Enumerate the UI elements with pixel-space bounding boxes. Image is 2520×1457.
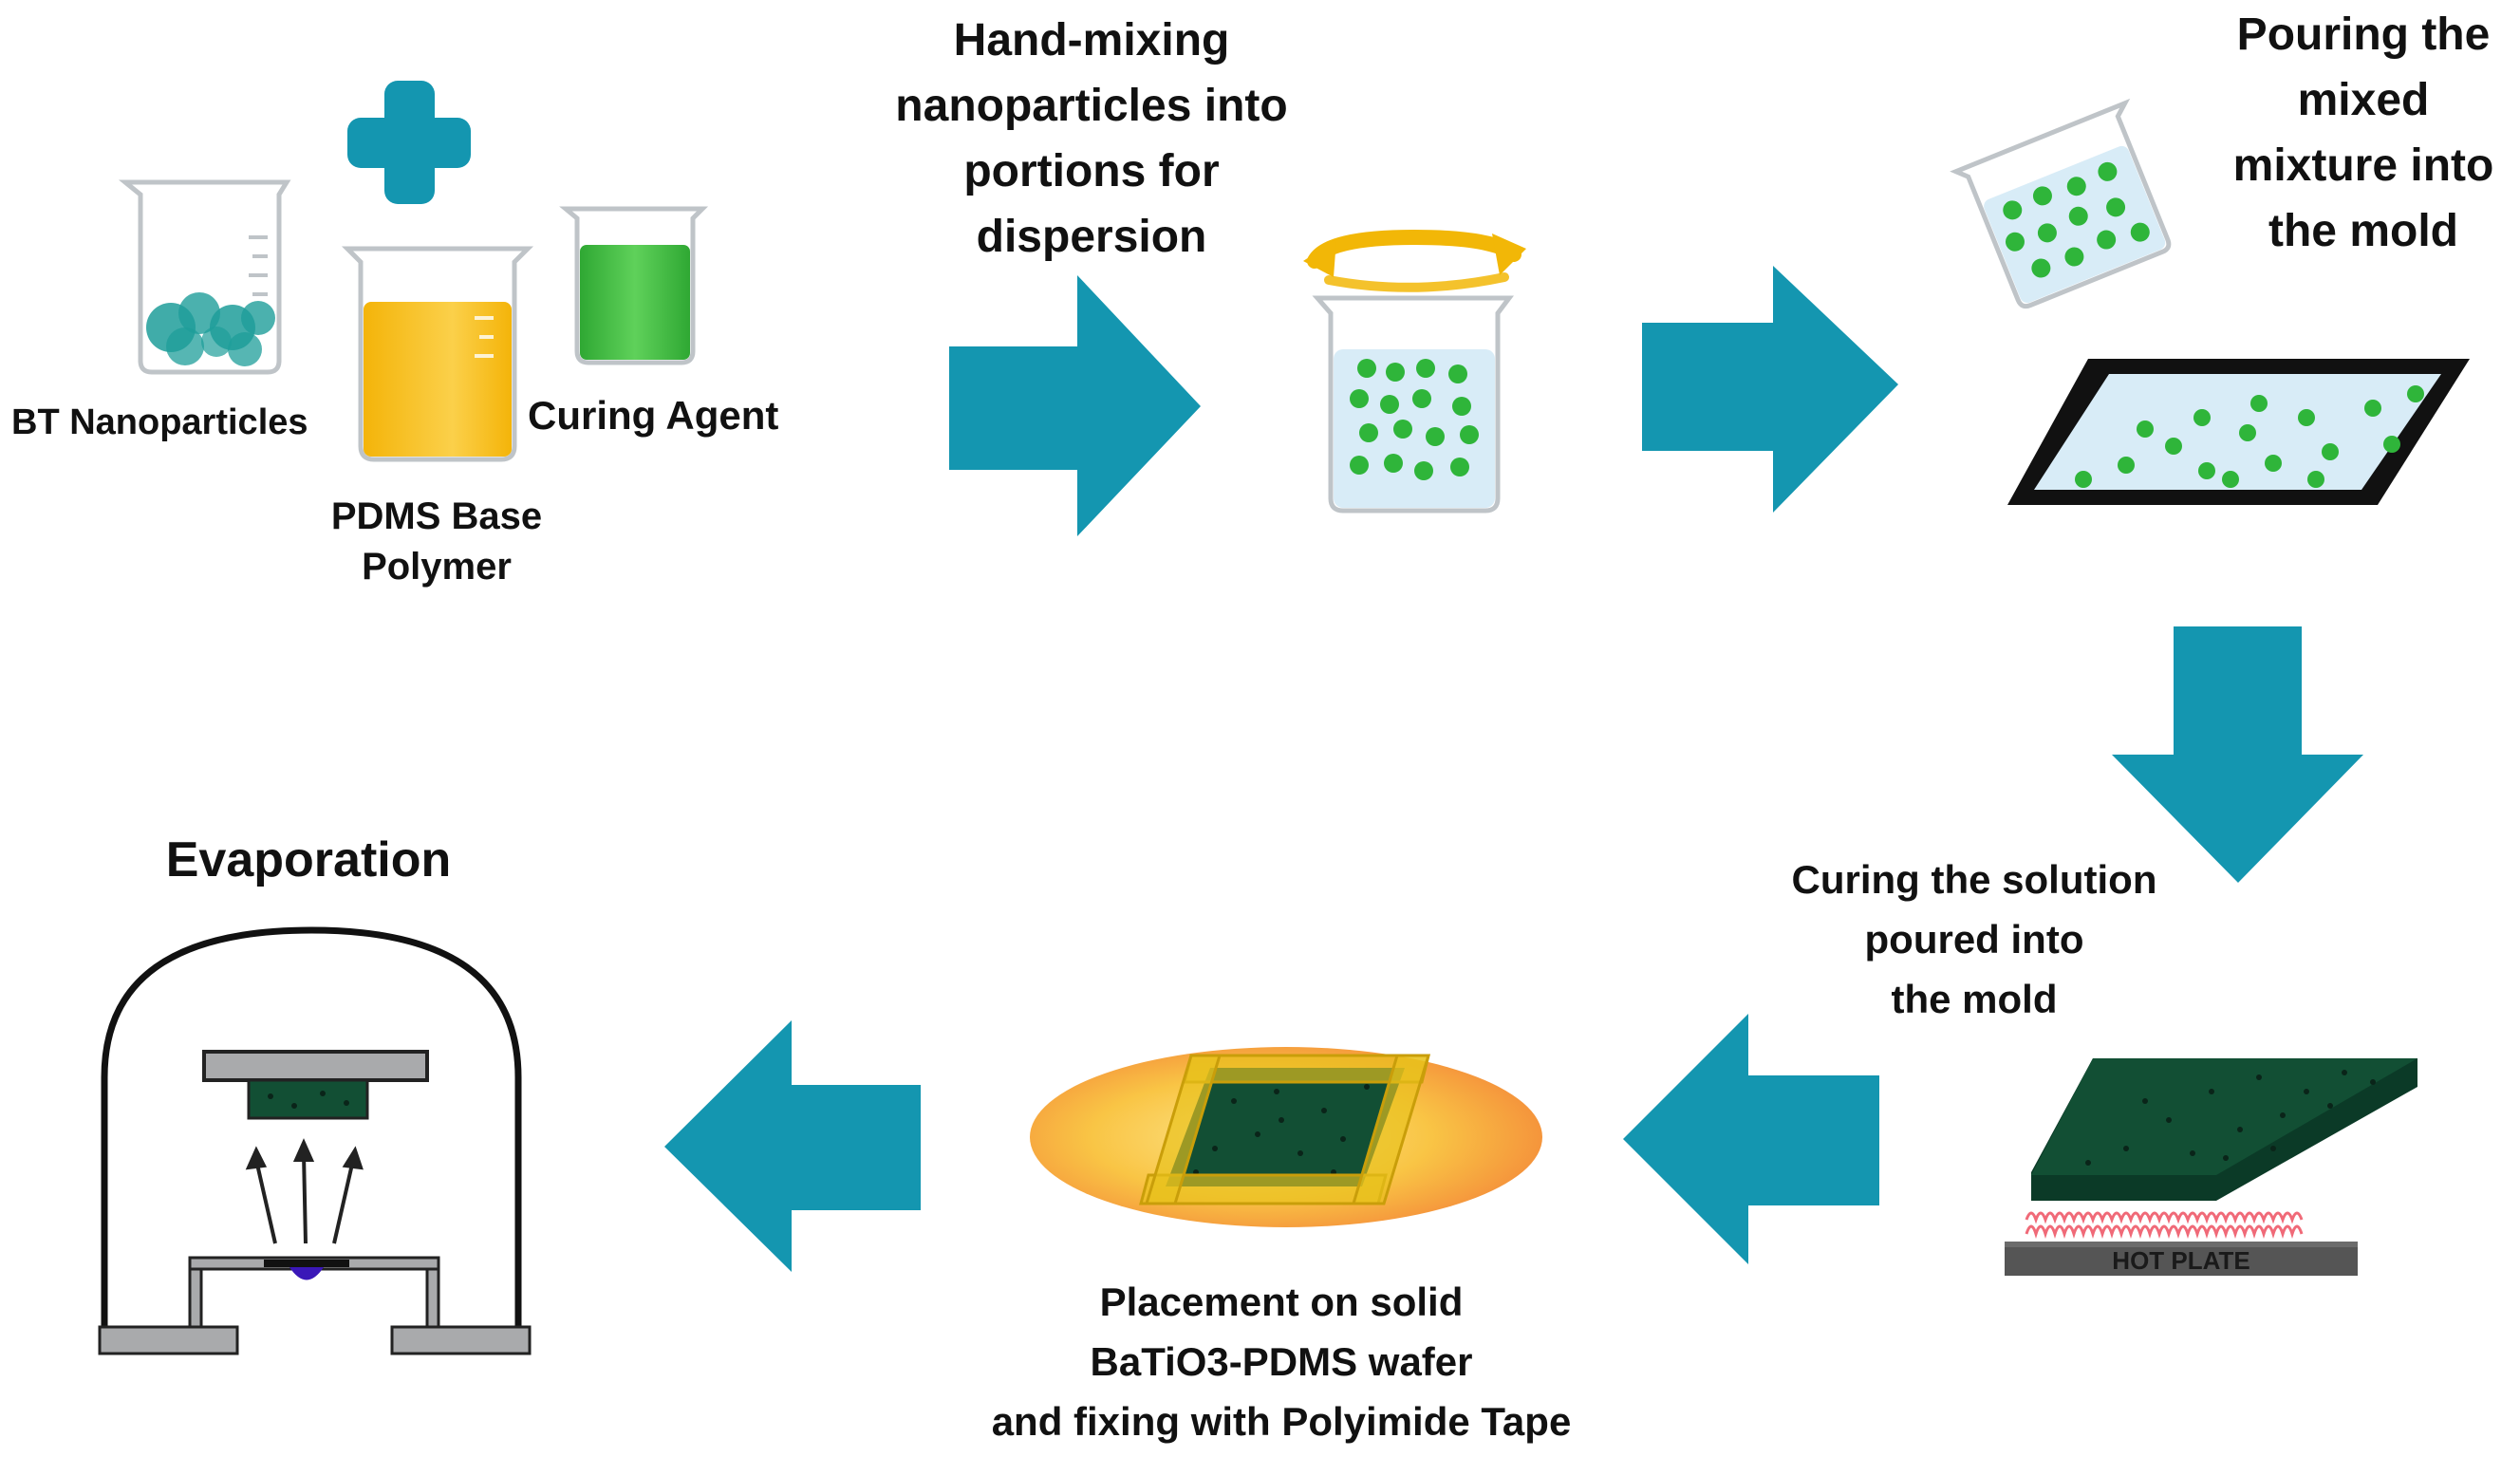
vapor-arrows [245,1138,364,1244]
heater-coils [2025,1211,2304,1240]
pdms-base-polymer-label: PDMS Base Polymer [330,495,543,588]
pdms-base-polymer-beaker [341,246,534,462]
hot-plate-icon: HOT PLATE [2005,1242,2358,1276]
curing-agent-beaker [559,206,709,365]
arrow-left-1 [1623,1014,1879,1264]
arrow-down [2112,626,2363,883]
pouring-beaker [1950,98,2172,309]
mold-icon [2007,359,2470,505]
curing-agent-label: Curing Agent [528,393,779,438]
curing-solution-label: Curing the solution poured into the mold [1791,857,2157,1021]
arrow-left-2 [664,1020,921,1272]
arrow-right-2 [1642,266,1898,513]
bt-nanoparticles-label: BT Nanoparticles [11,402,308,442]
hot-plate-label: HOT PLATE [2112,1246,2249,1275]
bt-nanoparticles-beaker [118,179,291,375]
pouring-label: Pouring the mixed mixture into the mold [2232,9,2494,257]
bt-particle-cluster [146,292,275,366]
arrow-right-1 [949,275,1201,536]
vacuum-chamber-icon [98,926,532,1355]
wafer-with-tape [1030,1047,1542,1227]
polyimide-tape [1139,1054,1431,1205]
hand-mixing-label: Hand-mixing nanoparticles into portions … [895,15,1288,263]
rotation-arrows-icon [1303,229,1526,292]
cured-film-on-hot-plate [2031,1058,2417,1201]
mixed-particles [1350,359,1479,480]
plus-icon [347,81,471,204]
placement-label: Placement on solid BaTiO3-PDMS wafer and… [991,1280,1572,1444]
evaporation-title: Evaporation [165,832,452,887]
mixing-beaker [1312,295,1514,514]
evaporation-source [289,1267,324,1280]
